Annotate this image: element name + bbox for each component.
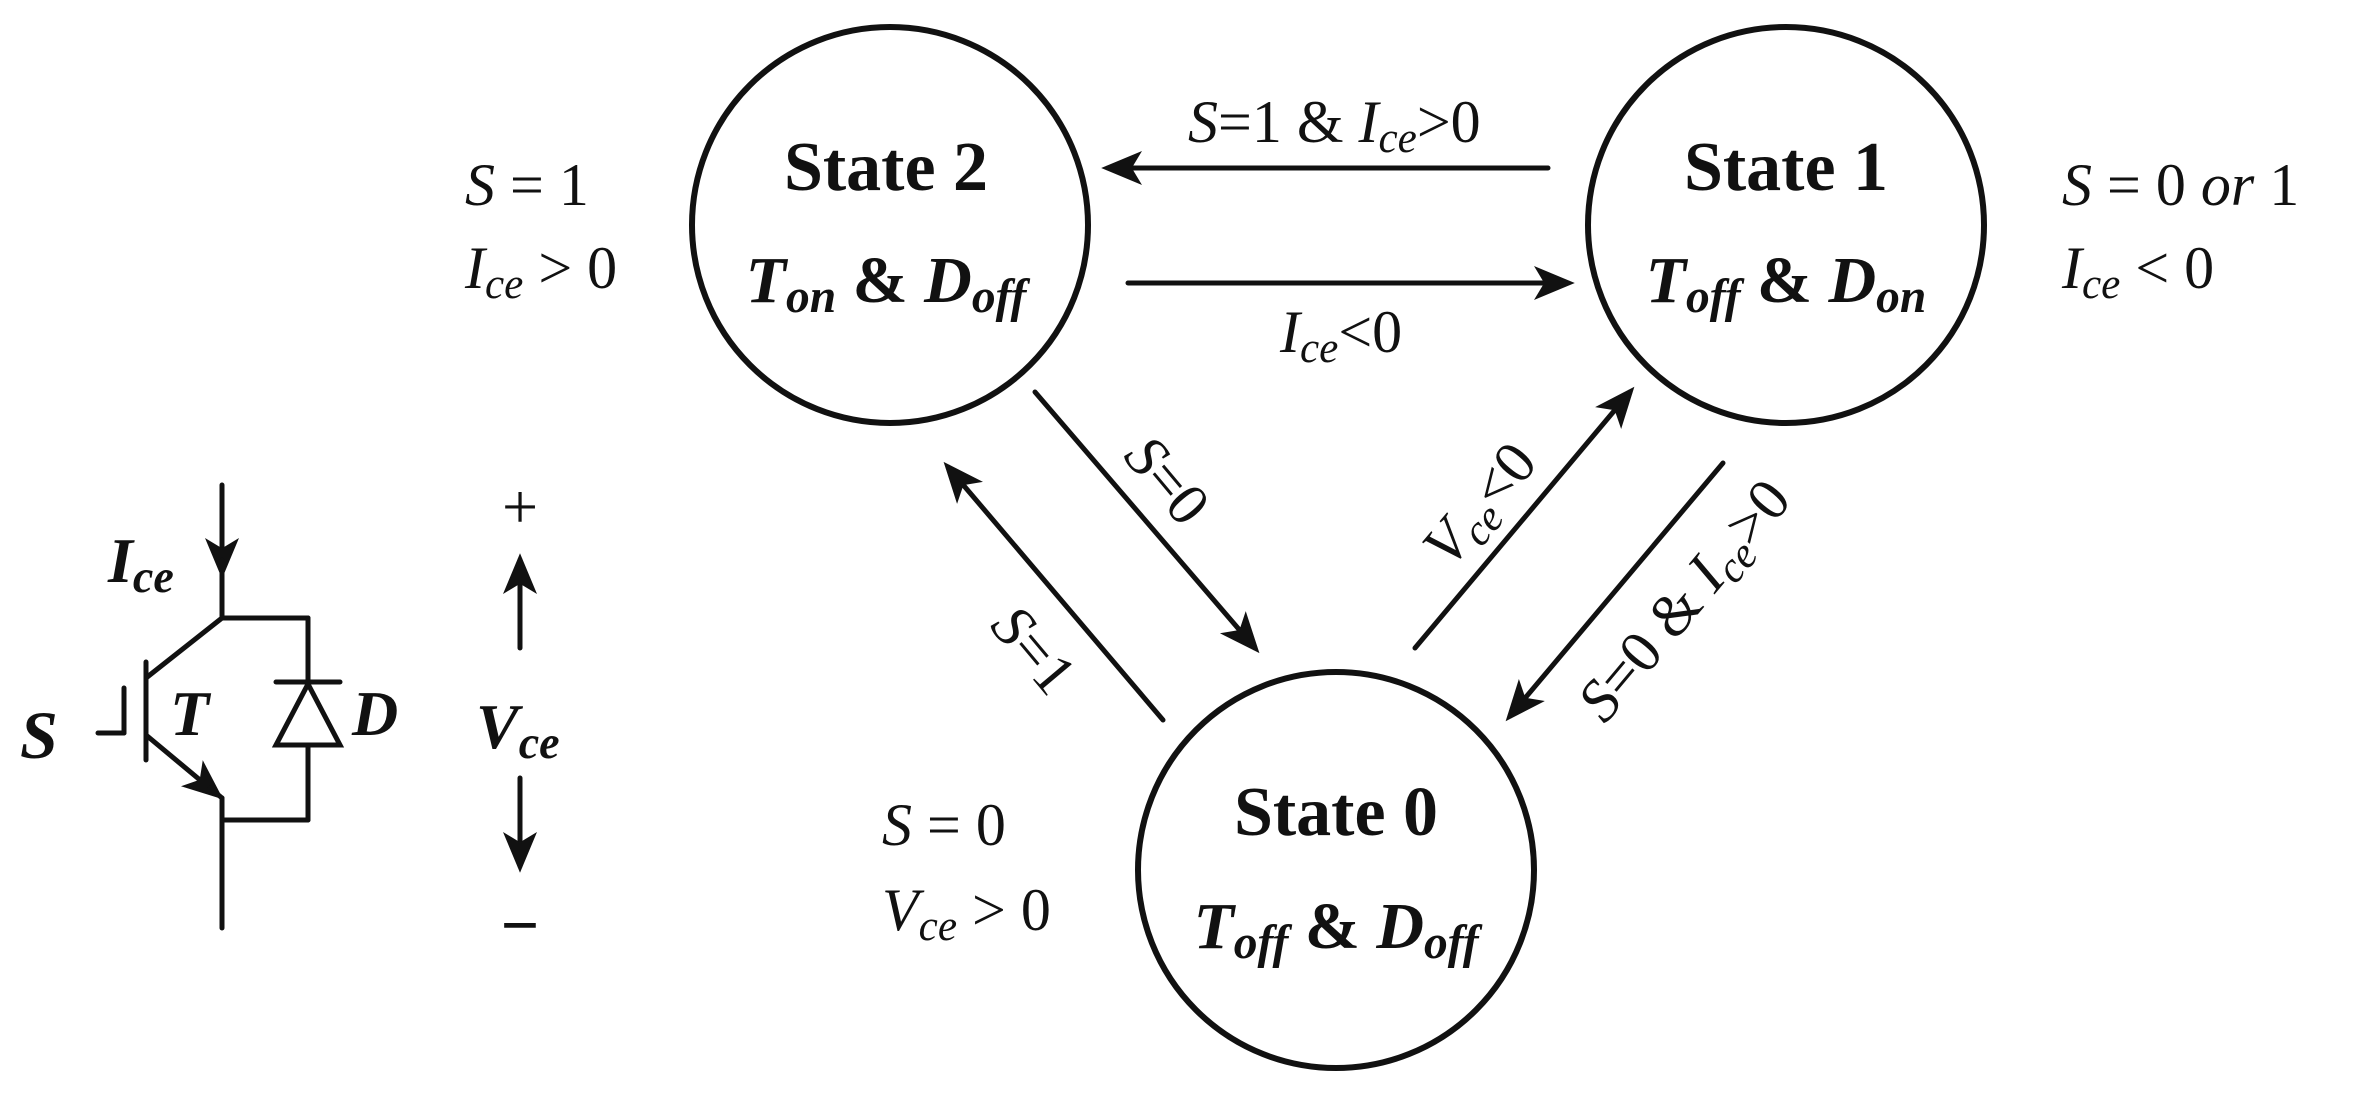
state-0-name: State 0 (1234, 774, 1438, 851)
state-2-name: State 2 (784, 129, 988, 206)
state-0-condition-vce: Vce > 0 (882, 877, 1051, 950)
gate-label: S (20, 697, 58, 773)
state-1-node: State 1 Toff & Don (1585, 24, 1987, 426)
voltage-indicator: + Vce − (476, 471, 560, 963)
transition-label-s2-to-s0: S=0 (1112, 423, 1223, 537)
state-2-condition-ice: Ice > 0 (464, 235, 617, 308)
state-1-condition-s: S = 0 or 1 (2062, 152, 2299, 218)
state-0-description: Toff & Doff (1193, 890, 1482, 969)
state-0-conditions: S = 0 Vce > 0 (882, 792, 1051, 950)
plus-sign: + (502, 471, 538, 542)
state-1-condition-ice: Ice < 0 (2061, 235, 2214, 308)
state-2-node: State 2 Ton & Doff (689, 24, 1091, 426)
emitter-arrow (143, 732, 224, 800)
diode-label: D (351, 678, 398, 749)
state-2-conditions: S = 1 Ice > 0 (464, 152, 617, 308)
state-0-condition-s: S = 0 (882, 792, 1006, 858)
transistor-label: T (170, 678, 212, 749)
voltage-label: Vce (476, 691, 560, 768)
arrow-s2-to-s0 (1032, 389, 1260, 654)
state-2-condition-s: S = 1 (465, 152, 589, 218)
minus-sign: − (501, 887, 540, 963)
state-1-conditions: S = 0 or 1 Ice < 0 (2061, 152, 2299, 308)
emitter-diagonal (207, 785, 225, 801)
igbt-diode-symbol: Ice S T D (20, 482, 398, 931)
transition-label-s0-to-s2: S=1 (979, 593, 1090, 707)
state-1-name: State 1 (1684, 129, 1888, 206)
state-0-node: State 0 Toff & Doff (1135, 669, 1537, 1071)
transition-label-s1-to-s2: S=1 & Ice>0 (1188, 89, 1481, 162)
arrow-s0-to-s1 (1412, 386, 1635, 651)
collector-diagonal (143, 615, 225, 681)
current-label: Ice (107, 525, 174, 602)
transition-label-s2-to-s1: Ice<0 (1279, 299, 1402, 372)
arrow-s0-to-s2 (943, 461, 1166, 723)
diode-triangle (271, 678, 345, 748)
arrow-s1-to-s0 (1505, 460, 1726, 722)
state-2-description: Ton & Doff (746, 244, 1031, 323)
state-1-description: Toff & Don (1646, 244, 1927, 323)
